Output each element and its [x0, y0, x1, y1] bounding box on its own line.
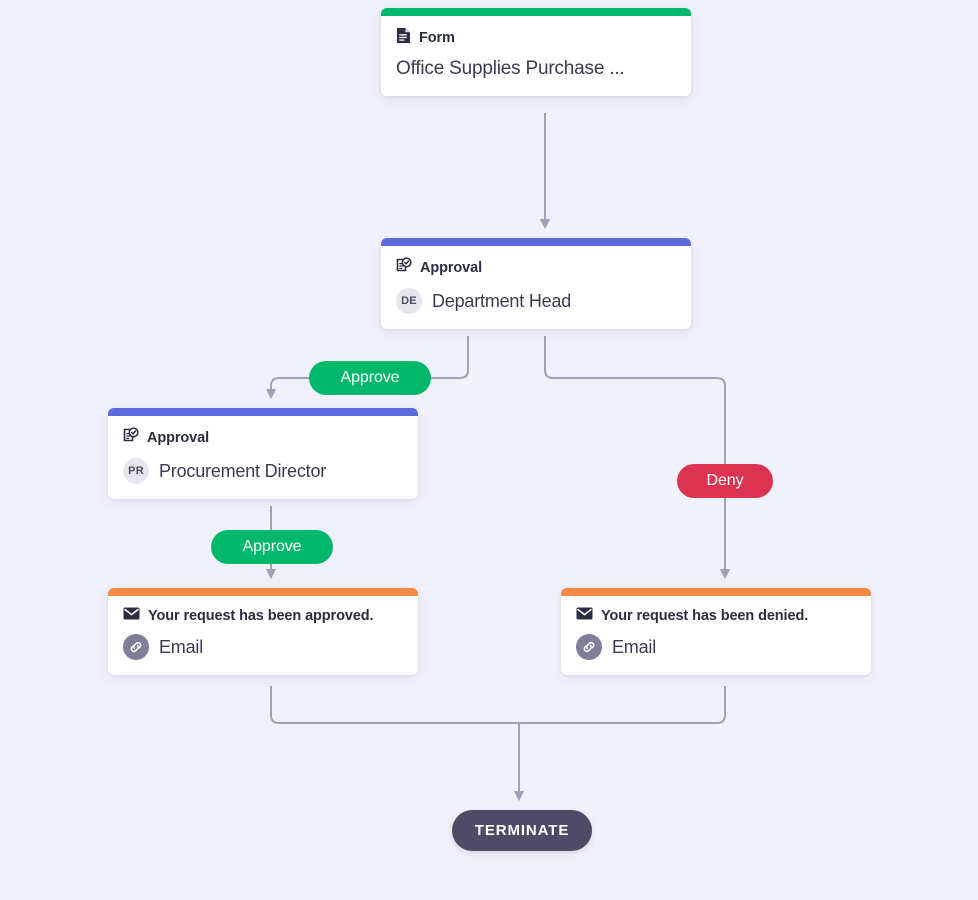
node-header-label: Approval	[420, 260, 483, 276]
node-email-denied[interactable]: Your request has been denied. Email	[561, 588, 871, 675]
edge-label-deny-department-head[interactable]: Deny	[677, 464, 773, 498]
node-accent-bar	[381, 8, 691, 16]
link-icon	[123, 634, 149, 660]
approval-clipboard-icon	[396, 257, 412, 279]
document-icon	[396, 27, 411, 49]
link-icon	[576, 634, 602, 660]
node-header-label: Your request has been approved.	[148, 608, 374, 624]
node-header-label: Form	[419, 30, 455, 46]
node-email-approved[interactable]: Your request has been approved. Email	[108, 588, 418, 675]
node-header-label: Approval	[147, 430, 210, 446]
edge-email-approved-to-terminate	[270, 686, 519, 724]
node-approval-procurement-director[interactable]: Approval PR Procurement Director	[108, 408, 418, 499]
node-approval-department-head[interactable]: Approval DE Department Head	[381, 238, 691, 329]
edge-dept-head-deny	[544, 336, 731, 580]
edge-label-approve-procurement-director[interactable]: Approve	[211, 530, 333, 564]
node-accent-bar	[561, 588, 871, 596]
node-accent-bar	[108, 588, 418, 596]
edge-email-denied-to-terminate	[519, 686, 726, 724]
node-form[interactable]: Form Office Supplies Purchase ...	[381, 8, 691, 96]
form-title: Office Supplies Purchase ...	[396, 58, 625, 79]
approval-clipboard-icon	[123, 427, 139, 449]
node-header-label: Your request has been denied.	[601, 608, 809, 624]
channel-label: Email	[612, 636, 657, 657]
assignee-label: Department Head	[432, 290, 572, 311]
avatar: DE	[396, 288, 422, 314]
channel-label: Email	[159, 636, 204, 657]
envelope-icon	[123, 607, 140, 625]
edge-label-approve-department-head[interactable]: Approve	[309, 361, 431, 395]
node-accent-bar	[108, 408, 418, 416]
node-accent-bar	[381, 238, 691, 246]
terminate-node[interactable]: TERMINATE	[452, 810, 592, 851]
assignee-label: Procurement Director	[159, 460, 327, 481]
avatar: PR	[123, 458, 149, 484]
envelope-icon	[576, 607, 593, 625]
